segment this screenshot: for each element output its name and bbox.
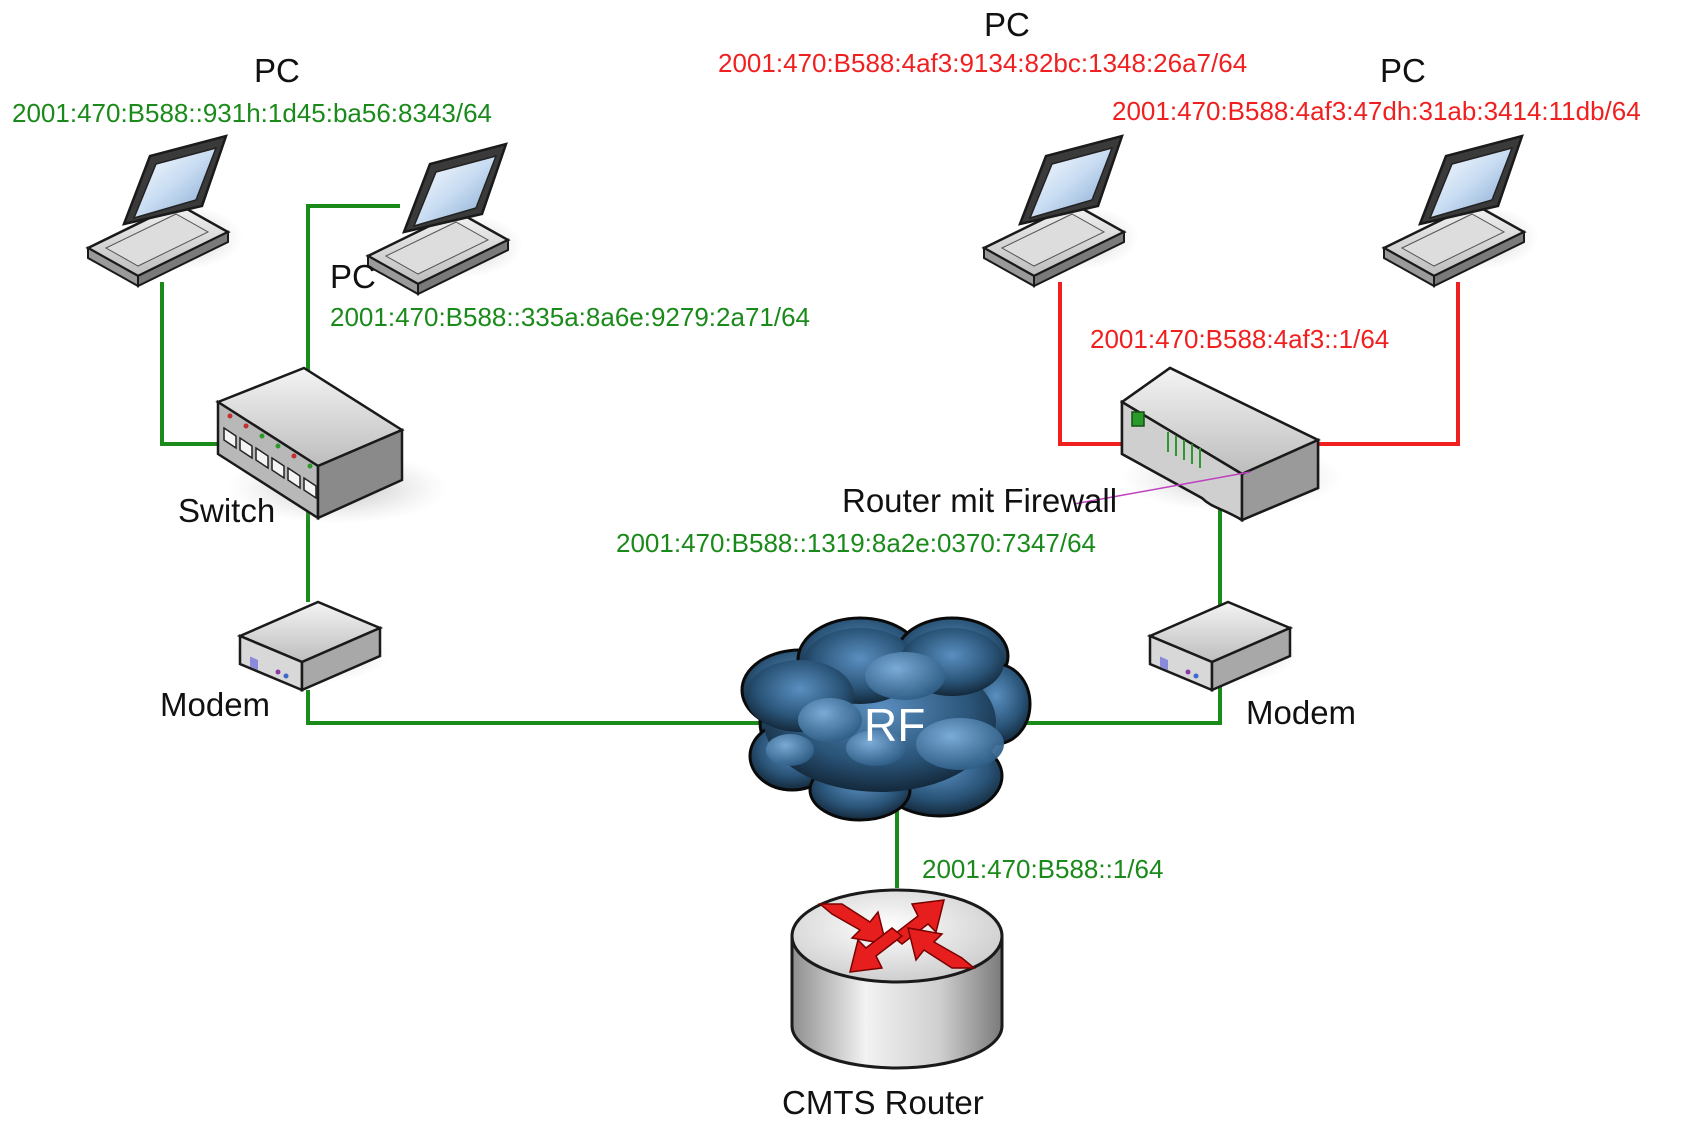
router-lan-address: 2001:470:B588:4af3::1/64 <box>1090 324 1390 354</box>
router-firewall-label: Router mit Firewall <box>842 482 1118 519</box>
pc-mid-label: PC <box>330 258 376 295</box>
link-pc-mid-switch <box>306 204 400 384</box>
laptop-icon <box>366 142 525 296</box>
rf-label: RF <box>864 699 926 751</box>
link-router-pc-right <box>1318 282 1460 446</box>
pc-top-address: 2001:470:B588:4af3:9134:82bc:1348:26a7/6… <box>718 48 1248 78</box>
modem-icon <box>1138 600 1302 692</box>
laptop-icon <box>1382 134 1541 288</box>
modem-left-label: Modem <box>160 686 271 723</box>
cmts-address: 2001:470:B588::1/64 <box>922 854 1164 884</box>
pc-left-label: PC <box>254 52 300 89</box>
modem-icon <box>228 600 392 692</box>
cmts-router-label: CMTS Router <box>782 1084 984 1121</box>
cloud-icon <box>740 616 1032 822</box>
switch-icon <box>215 366 448 524</box>
laptop-icon <box>982 134 1141 288</box>
switch-label: Switch <box>178 492 276 529</box>
router-firewall-icon <box>1073 366 1342 523</box>
modem-right-label: Modem <box>1246 694 1357 731</box>
pc-top-label: PC <box>984 6 1030 43</box>
link-modem-left-rf <box>306 690 790 725</box>
pc-right-address: 2001:470:B588:4af3:47dh:31ab:3414:11db/6… <box>1112 96 1641 126</box>
router-icon <box>790 888 1004 1070</box>
links <box>160 204 1460 888</box>
pc-right-label: PC <box>1380 52 1426 89</box>
link-pc-left-switch <box>160 282 218 446</box>
pc-mid-address: 2001:470:B588::335a:8a6e:9279:2a71/64 <box>330 302 811 332</box>
laptop-icon <box>86 134 245 288</box>
router-wan-address: 2001:470:B588::1319:8a2e:0370:7347/64 <box>616 528 1097 558</box>
link-pc-top-router <box>1058 282 1122 446</box>
pc-left-address: 2001:470:B588::931h:1d45:ba56:8343/64 <box>12 98 493 128</box>
